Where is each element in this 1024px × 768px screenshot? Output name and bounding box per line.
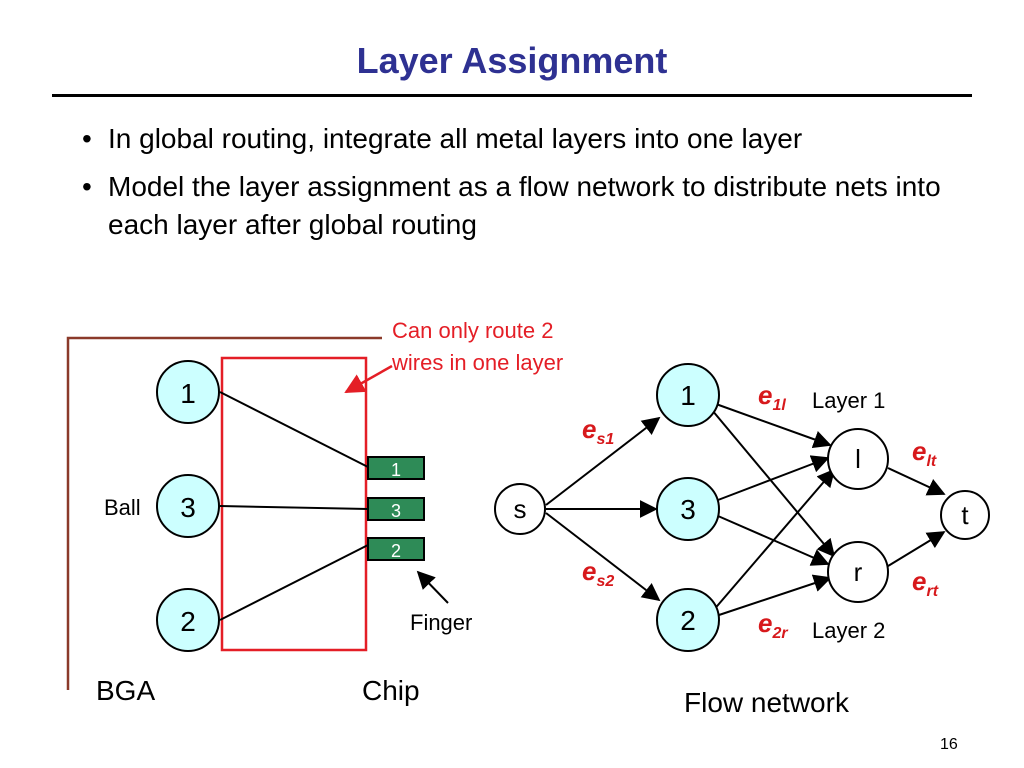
- finger-number: 2: [391, 541, 401, 561]
- ball-node: 1: [156, 360, 220, 424]
- sink-node-label: t: [961, 500, 969, 530]
- bullet-item: • In global routing, integrate all metal…: [82, 120, 962, 158]
- finger-pad: 1: [367, 456, 425, 480]
- net-node: 1: [656, 363, 720, 427]
- edge-label-ert: ert: [912, 566, 939, 600]
- bullet-dot-icon: •: [82, 171, 92, 202]
- flow-edge: [715, 574, 832, 617]
- flow-edge: [711, 468, 836, 613]
- net-node: 3: [656, 477, 720, 541]
- edge-label-e2r: e2r: [758, 608, 788, 642]
- bullet-item: • Model the layer assignment as a flow n…: [82, 168, 962, 244]
- layer2-label: Layer 2: [812, 618, 885, 643]
- net-node-label: 1: [680, 380, 696, 411]
- ball-node: 3: [156, 474, 220, 538]
- ball-node: 2: [156, 588, 220, 652]
- source-node-label: s: [514, 494, 527, 524]
- bullet-text: Model the layer assignment as a flow net…: [108, 171, 941, 240]
- page-title: Layer Assignment: [356, 40, 668, 81]
- bga-wire: [219, 505, 369, 510]
- net-node: 2: [656, 588, 720, 652]
- finger-number: 1: [391, 460, 401, 480]
- bga-wire: [219, 391, 369, 468]
- finger-pointer: [416, 570, 449, 604]
- annotation-line: wires in one layer: [391, 350, 563, 375]
- bullet-text: In global routing, integrate all metal l…: [108, 123, 803, 154]
- finger-pad: 3: [367, 497, 425, 521]
- flow-network-caption: Flow network: [684, 687, 850, 718]
- finger-number: 3: [391, 501, 401, 521]
- annotation-line: Can only route 2: [392, 318, 553, 343]
- bga-bracket: [66, 336, 382, 690]
- ball-number: 2: [180, 606, 196, 637]
- net-node-label: 2: [680, 605, 696, 636]
- source-node: s: [494, 483, 546, 535]
- title-divider: [52, 94, 972, 97]
- bullet-dot-icon: •: [82, 123, 92, 154]
- chip-label: Chip: [362, 675, 420, 706]
- layer-node-label: r: [854, 557, 863, 587]
- flow-edge: [711, 409, 836, 558]
- flow-edge: [887, 531, 946, 567]
- annotation-arrow: [344, 364, 393, 394]
- edge-label-e1l: e1l: [758, 380, 786, 414]
- layer-node-label: l: [855, 444, 861, 474]
- layer1-label: Layer 1: [812, 388, 885, 413]
- bga-wire: [219, 544, 369, 621]
- bga-label: BGA: [96, 675, 155, 706]
- flow-edge: [717, 455, 830, 501]
- page-number: 16: [940, 736, 958, 753]
- edge-label-es2: es2: [582, 556, 614, 590]
- sink-node: t: [940, 490, 990, 540]
- finger-pad: 2: [367, 537, 425, 561]
- ball-number: 1: [180, 378, 196, 409]
- edge-label-es1: es1: [582, 414, 614, 448]
- bullet-list: • In global routing, integrate all metal…: [82, 120, 962, 254]
- net-node-label: 3: [680, 494, 696, 525]
- ball-label: Ball: [104, 495, 141, 520]
- layer-node: r: [827, 541, 889, 603]
- layer-node: l: [827, 428, 889, 490]
- finger-label: Finger: [410, 610, 472, 635]
- flow-edge: [545, 416, 661, 506]
- ball-number: 3: [180, 492, 196, 523]
- flow-edge: [887, 467, 946, 496]
- edge-label-elt: elt: [912, 436, 937, 470]
- chip-outline: [220, 356, 368, 652]
- flow-edge: [545, 512, 661, 602]
- flow-edge: [715, 403, 832, 448]
